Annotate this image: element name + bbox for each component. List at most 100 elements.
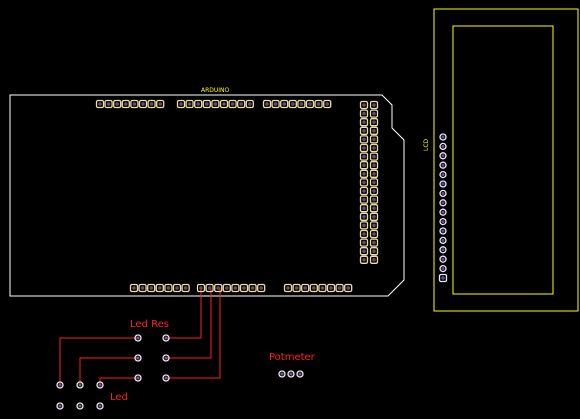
top-header-1-pad: [138, 99, 148, 109]
right-header-pad: [359, 255, 369, 264]
resistor-pad: [162, 334, 170, 342]
top-header-3-pad: [297, 99, 306, 109]
top-header-1-pad: [156, 99, 165, 109]
right-header-pad: [359, 126, 369, 135]
right-header-pad: [359, 152, 369, 161]
right-header-pad: [369, 195, 379, 204]
lcd-pin-pad: [439, 199, 447, 207]
bottom-header-3-pad: [309, 283, 318, 293]
right-header-pad: [359, 109, 369, 118]
right-header-pad: [369, 221, 379, 230]
resistor-pad: [162, 374, 170, 382]
top-header-3-pad: [280, 99, 289, 109]
traces: [59, 288, 221, 385]
bottom-header-1-pad: [172, 283, 182, 293]
trace-1: [59, 337, 138, 385]
potmeter-pad: [287, 370, 295, 378]
bottom-header-1-pad: [164, 283, 173, 293]
trace-2: [79, 357, 138, 385]
lcd-pin-pad: [439, 208, 447, 216]
bottom-header-1-pad: [147, 283, 156, 293]
bottom-header-3-pad: [283, 283, 293, 293]
top-header-2-pad: [219, 99, 229, 109]
right-header-pad: [369, 109, 379, 118]
led-pad: [56, 381, 64, 389]
bottom-header-2-pad: [196, 283, 206, 293]
top-header-2-pad: [185, 99, 194, 109]
bottom-header-3-pad: [292, 283, 301, 293]
top-header-3-pad: [271, 99, 280, 109]
top-header-2-pad: [228, 99, 237, 109]
trace-5: [166, 288, 212, 359]
lcd-outer-outline: [433, 8, 579, 312]
top-header-1-pad: [121, 99, 130, 109]
lcd-inner-outline: [452, 25, 554, 295]
top-header-2-pad: [211, 99, 220, 109]
bottom-header-3-pad: [335, 283, 344, 293]
right-header-pad: [369, 118, 379, 127]
bottom-header-2-pad: [222, 283, 231, 293]
bottom-header-2-pad: [231, 283, 240, 293]
bottom-header-2-pad: [214, 283, 223, 293]
bottom-header-2-pad: [205, 283, 214, 293]
bottom-header-3-pad: [301, 283, 310, 293]
resistor-pad: [134, 354, 142, 362]
right-header-pad: [359, 186, 369, 196]
led-res-label: Led Res: [130, 319, 169, 330]
arduino-board-outline: [9, 94, 405, 297]
led-pad: [56, 402, 64, 410]
lcd-pin-pad: [439, 180, 447, 188]
top-header-1-pad: [113, 99, 122, 109]
resistor-pad: [162, 354, 170, 362]
lcd-pin-pad: [439, 133, 447, 141]
right-header-pad: [359, 118, 369, 127]
right-header-pad: [369, 212, 379, 221]
trace-6: [166, 288, 221, 379]
led-pad: [76, 402, 84, 410]
right-header-pad: [359, 204, 369, 213]
right-header-pad: [359, 143, 369, 153]
top-header-3-pad: [323, 99, 332, 109]
right-header-pad: [369, 247, 379, 256]
pads-layer: [56, 99, 448, 410]
right-header-pad: [369, 100, 379, 110]
right-header-pad: [359, 221, 369, 230]
top-header-1-pad: [95, 99, 105, 109]
top-header-3-pad: [314, 99, 323, 109]
lcd-pin-pad: [439, 264, 447, 273]
led-pad: [76, 381, 84, 389]
potmeter-pad: [278, 370, 286, 378]
resistor-pad: [134, 374, 142, 382]
lcd-pin-pad: [439, 236, 447, 245]
right-header-pad: [369, 255, 379, 264]
bottom-header-1-pad: [138, 283, 147, 293]
lcd-pin-pad: [439, 189, 447, 198]
lcd-pin-pad: [439, 161, 447, 169]
top-header-2-pad: [176, 99, 186, 109]
trace-4: [166, 288, 202, 339]
right-header-pad: [369, 238, 379, 247]
lcd-pin-pad: [439, 142, 447, 151]
bottom-header-1-pad: [129, 283, 139, 293]
right-header-pad: [359, 229, 369, 239]
bottom-header-3-pad: [326, 283, 336, 293]
bottom-header-1-pad: [181, 283, 190, 293]
top-header-2-pad: [237, 99, 246, 109]
right-header-pad: [369, 178, 379, 187]
lcd-pin-pad: [439, 170, 447, 179]
bottom-header-2-pad: [239, 283, 249, 293]
led-label: Led: [110, 392, 128, 403]
right-header-pad: [359, 238, 369, 247]
right-header-pad: [369, 161, 379, 170]
lcd-pin-pad: [439, 217, 447, 226]
right-header-pad: [359, 135, 369, 144]
lcd-label: LCD: [423, 138, 430, 151]
lcd-pin-pad: [439, 246, 447, 254]
right-header-pad: [359, 161, 369, 170]
bottom-header-2-pad: [257, 283, 266, 293]
top-header-3-pad: [305, 99, 315, 109]
right-header-pad: [369, 143, 379, 153]
top-header-1-pad: [104, 99, 113, 109]
